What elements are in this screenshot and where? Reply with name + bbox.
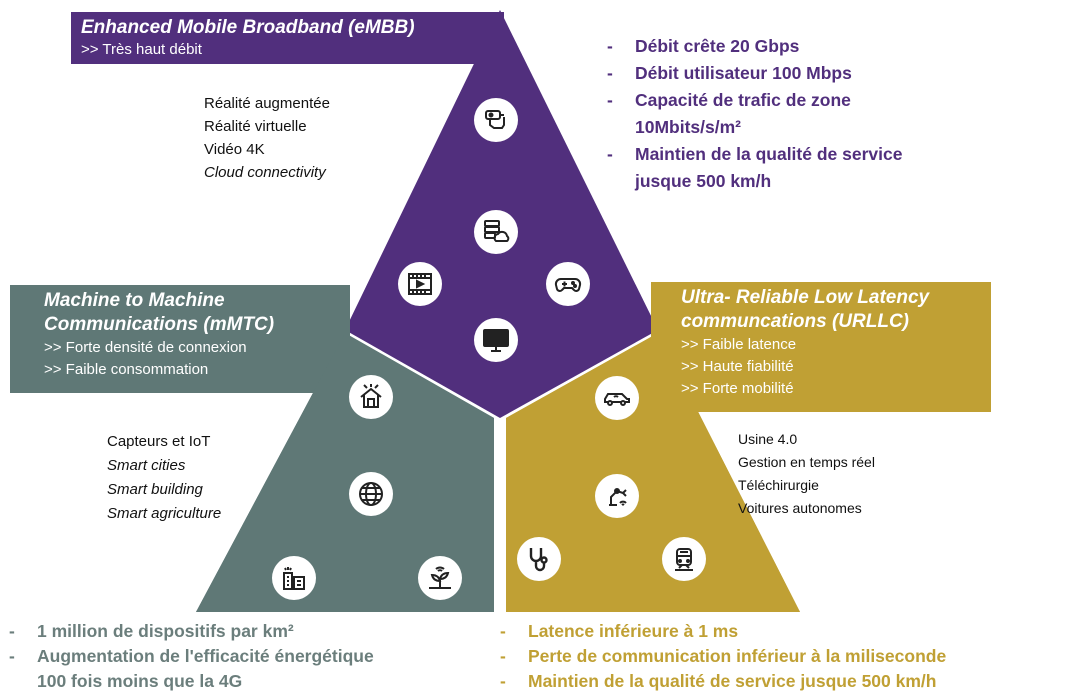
kpi-dash: - <box>607 63 613 83</box>
urllc-kpi: Latence inférieure à 1 ms <box>528 621 739 641</box>
urllc-kpi: Maintien de la qualité de service jusque… <box>528 671 937 691</box>
mmtc-use-item: Capteurs et IoT <box>107 433 211 450</box>
urllc-banner-text: Ultra- Reliable Low Latency communcation… <box>651 282 991 400</box>
embb-kpi: Capacité de trafic de zone <box>635 90 851 110</box>
cloud-database-icon <box>474 210 518 254</box>
kpi-dash: - <box>9 621 15 641</box>
mmtc-sub2-top: >> Faible consommation <box>44 361 209 378</box>
urllc-use-item: Téléchirurgie <box>738 477 819 493</box>
monitor-icon <box>474 318 518 362</box>
kpi-dash: - <box>9 646 15 666</box>
kpi-dash: - <box>607 90 613 110</box>
embb-kpi: Maintien de la qualité de service <box>635 144 903 164</box>
mmtc-uses: Capteurs et IoT Smart cities Smart build… <box>107 430 221 526</box>
embb-banner: Enhanced Mobile Broadband (eMBB) >> Très… <box>71 12 504 64</box>
kpi-dash: - <box>500 621 506 641</box>
mmtc-kpi: Augmentation de l'efficacité énergétique <box>37 646 374 666</box>
embb-kpi: 10Mbits/s/m² <box>635 117 741 137</box>
mmtc-kpi: 1 million de dispositifs par km² <box>37 621 294 641</box>
urllc-sub3-top: >> Forte mobilité <box>681 380 794 397</box>
embb-use-item: Réalité virtuelle <box>204 118 307 135</box>
urllc-title-line1-top: Ultra- Reliable Low Latency <box>681 287 930 308</box>
urllc-use-item: Gestion en temps réel <box>738 454 875 470</box>
mmtc-kpi: 100 fois moins que la 4G <box>37 671 243 691</box>
smart-home-icon <box>349 375 393 419</box>
embb-kpi: Débit crête 20 Gbps <box>635 36 800 56</box>
urllc-kpis: - Latence inférieure à 1 ms - Perte de com… <box>500 619 946 694</box>
embb-uses: Réalité augmentée Réalité virtuelle Vidé… <box>204 92 330 184</box>
embb-use-item: Cloud connectivity <box>204 164 326 181</box>
mmtc-sub1-top: >> Forte densité de connexion <box>44 339 247 356</box>
mmtc-title-line1-top: Machine to Machine <box>44 290 225 311</box>
embb-use-item: Vidéo 4K <box>204 141 265 158</box>
urllc-uses: Usine 4.0 Gestion en temps réel Téléchir… <box>738 428 875 520</box>
urllc-title-line2-top: communcations (URLLC) <box>681 311 909 332</box>
kpi-dash: - <box>607 144 613 164</box>
embb-title: Enhanced Mobile Broadband (eMBB) <box>81 17 415 38</box>
vr-headset-icon <box>474 98 518 142</box>
mmtc-use-item: Smart cities <box>107 457 186 474</box>
stethoscope-icon <box>517 537 561 581</box>
mmtc-use-item: Smart building <box>107 481 203 498</box>
video-player-icon <box>398 262 442 306</box>
kpi-dash: - <box>500 671 506 691</box>
kpi-dash: - <box>500 646 506 666</box>
embb-kpi: jusque 500 km/h <box>635 171 772 191</box>
embb-kpis: - Débit crête 20 Gbps - Débit utilisateur … <box>607 33 902 195</box>
embb-kpi: Débit utilisateur 100 Mbps <box>635 63 852 83</box>
smart-plant-icon <box>418 556 462 600</box>
urllc-kpi: Perte de communication inférieur à la mi… <box>528 646 947 666</box>
urllc-sub1-top: >> Faible latence <box>681 336 797 353</box>
robot-arm-icon <box>595 474 639 518</box>
globe-network-icon <box>349 472 393 516</box>
embb-subtitle: >> Très haut débit <box>81 41 202 58</box>
connected-car-icon <box>595 376 639 420</box>
mmtc-title-line2-top: Communications (mMTC) <box>44 314 275 335</box>
mmtc-use-item: Smart agriculture <box>107 505 222 522</box>
kpi-dash: - <box>607 36 613 56</box>
embb-use-item: Réalité augmentée <box>204 95 330 112</box>
urllc-use-item: Usine 4.0 <box>738 431 798 447</box>
mmtc-banner-text: Machine to Machine Communications (mMTC)… <box>10 285 350 381</box>
gamepad-icon <box>546 262 590 306</box>
mmtc-kpis: - 1 million de dispositifs par km² - Augme… <box>9 619 374 694</box>
train-icon <box>662 537 706 581</box>
urllc-sub2-top: >> Haute fiabilité <box>681 358 794 375</box>
urllc-use-item: Voitures autonomes <box>738 500 862 516</box>
smart-city-icon <box>272 556 316 600</box>
